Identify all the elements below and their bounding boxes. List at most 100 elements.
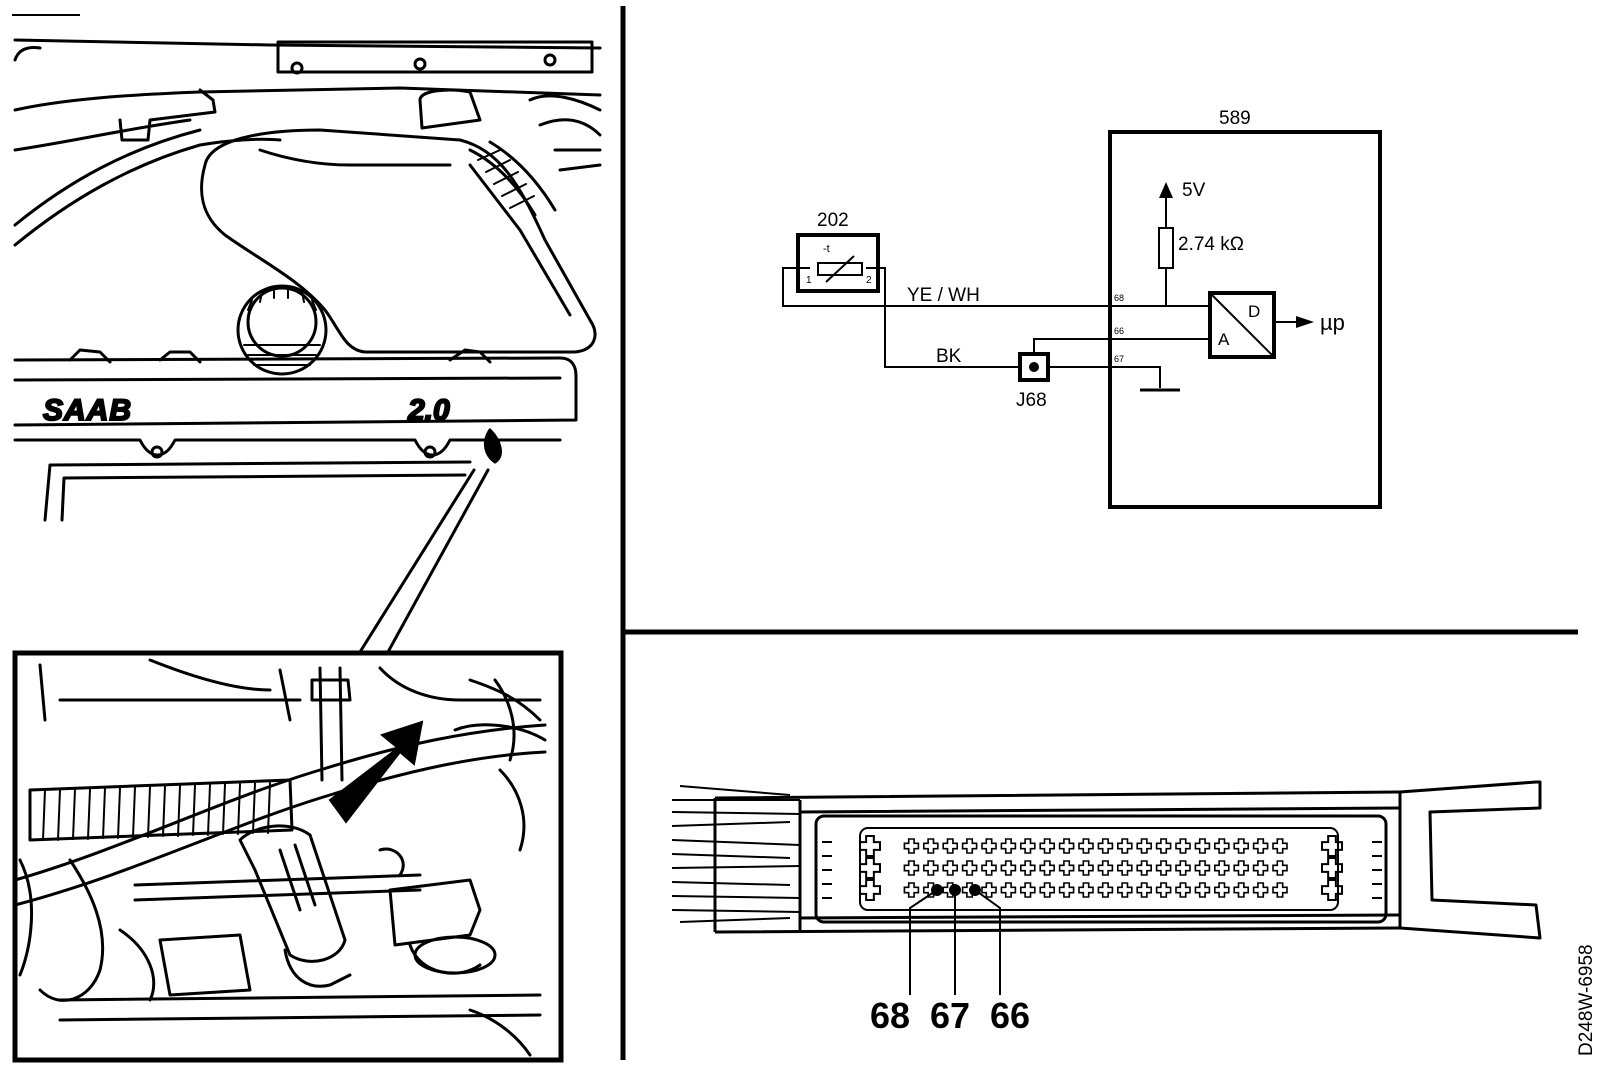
connector-pin-socket	[942, 860, 958, 876]
connector-pin-socket	[961, 838, 978, 854]
engine-badge: 2.0	[407, 394, 450, 427]
connector-pin-socket	[1136, 838, 1152, 854]
connector-pin-socket	[1117, 838, 1133, 854]
connector-pin-socket	[1175, 882, 1191, 898]
connector-pin-socket	[1233, 882, 1249, 898]
connector-pin-socket	[903, 838, 920, 854]
connector-pin-socket	[1117, 860, 1133, 876]
junction-to-ecu-66	[1033, 338, 1210, 354]
connector-pin-socket	[903, 882, 920, 898]
connector-pin-socket	[1252, 860, 1269, 876]
connector-pin-socket	[1214, 860, 1230, 876]
output-arrow-icon	[1296, 316, 1314, 328]
thermistor-icon	[817, 262, 863, 276]
connector-pin-socket	[859, 857, 881, 879]
connector-pin-socket	[1272, 860, 1288, 876]
connector-pin-socket	[859, 879, 881, 901]
connector-pin-socket	[1194, 882, 1211, 898]
engine-badge-group: 2.0	[406, 393, 451, 428]
connector-pin-socket	[1020, 882, 1036, 898]
connector-pin-socket	[1272, 882, 1288, 898]
connector-pin-socket	[1155, 882, 1172, 898]
connector-pin-grid	[859, 835, 1343, 901]
supply-voltage-label: 5V	[1182, 180, 1206, 201]
junction-to-ecu-67	[1048, 366, 1161, 388]
signal-wire	[782, 267, 1210, 307]
connector-pin-socket	[903, 860, 920, 876]
resistor-label: 2.74 kΩ	[1178, 234, 1244, 255]
wiring-schematic: 589 202 -t 1 2 YE / WH 68 BK J68 67 66 5…	[782, 108, 1382, 509]
connector-pin-socket	[1039, 860, 1055, 876]
connector-pin-socket	[1272, 838, 1288, 854]
thermistor-slash	[825, 255, 855, 283]
adc-a-label: A	[1218, 330, 1230, 349]
inset-sensor-closeup	[13, 658, 547, 1057]
connector-pin-socket	[1117, 882, 1133, 898]
adc-diagonal	[1211, 294, 1273, 356]
callout-leader-66	[974, 889, 1001, 995]
connector-pin-socket	[981, 882, 997, 898]
connector-pin-socket	[1058, 860, 1075, 876]
connector-pin-socket	[1214, 882, 1230, 898]
connector-pin-socket	[1321, 879, 1343, 901]
connector-pin-socket	[1155, 860, 1172, 876]
location-arrow-icon	[328, 720, 424, 824]
ground-wire-label: BK	[936, 346, 962, 367]
connector-pin-socket	[1000, 882, 1017, 898]
adc-d-label: D	[1248, 302, 1260, 321]
connector-pin-socket	[1078, 860, 1094, 876]
engine-bay-illustration	[13, 38, 602, 654]
connector-pin-socket	[1136, 860, 1152, 876]
thermistor-symbol: -t	[823, 243, 830, 255]
output-label: µp	[1320, 310, 1345, 335]
connector-pin-socket	[1097, 882, 1114, 898]
callout-leader-68	[909, 889, 938, 995]
connector-pin-socket	[1039, 838, 1055, 854]
connector-pin-socket	[1097, 838, 1114, 854]
ecu-connector	[671, 780, 1542, 940]
connector-pin-socket	[1020, 838, 1036, 854]
connector-pin-socket	[1252, 838, 1269, 854]
connector-pin-socket	[1175, 860, 1191, 876]
connector-pin-socket	[961, 860, 978, 876]
connector-pin-socket	[1252, 882, 1269, 898]
pin-label-67: 67	[930, 995, 970, 1036]
sensor-pin-1: 1	[806, 275, 812, 286]
connector-pin-socket	[981, 860, 997, 876]
connector-pin-socket	[1233, 838, 1249, 854]
ecu-box	[1108, 130, 1382, 509]
pin-marker-66	[969, 884, 981, 896]
connector-pin-socket	[1000, 860, 1017, 876]
ground-wire	[866, 267, 1020, 368]
sensor-box	[796, 233, 880, 293]
junction-label: J68	[1016, 390, 1047, 411]
pin-label-68: 68	[870, 995, 910, 1036]
junction-dot	[1029, 362, 1039, 372]
pin-marker-68	[931, 884, 943, 896]
brand-badge: SAAB	[43, 394, 132, 427]
connector-pin-socket	[1194, 860, 1211, 876]
connector-pin-socket	[942, 838, 958, 854]
adc-block	[1208, 291, 1276, 359]
connector-pin-socket	[923, 838, 939, 854]
connector-pin-socket	[1214, 838, 1230, 854]
figure-code: D248W-6958	[1576, 944, 1597, 1056]
sensor-pin-2: 2	[866, 275, 872, 286]
ecu-pin-68: 68	[1114, 293, 1124, 303]
ecu-pin-67: 67	[1114, 354, 1124, 364]
connector-pin-socket	[1058, 838, 1075, 854]
connector-pin-socket	[1078, 882, 1094, 898]
pin-callouts	[909, 889, 1001, 995]
brand-badge-group: SAAB	[42, 393, 132, 428]
connector-pin-socket	[1039, 882, 1055, 898]
sensor-label: 202	[817, 210, 849, 231]
connector-pin-socket	[1321, 857, 1343, 879]
connector-pin-socket	[1155, 838, 1172, 854]
pin-marker-67	[949, 884, 961, 896]
connector-pin-socket	[1097, 860, 1114, 876]
connector-pin-socket	[923, 860, 939, 876]
connector-pin-socket	[1000, 838, 1017, 854]
connector-pin-socket	[1233, 860, 1249, 876]
signal-wire-label: YE / WH	[907, 285, 980, 306]
